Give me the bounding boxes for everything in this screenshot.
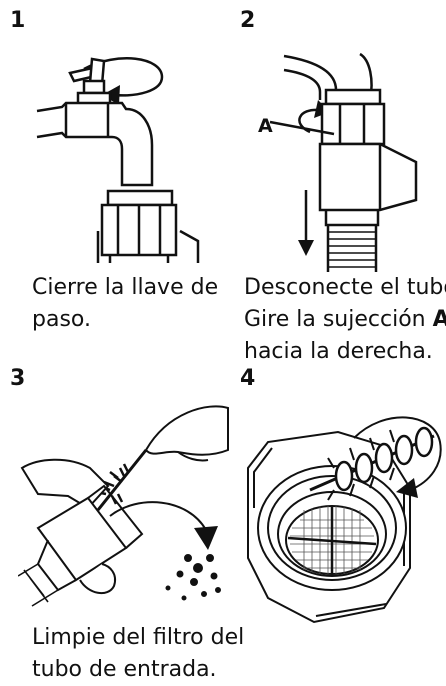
step-2-caption-bold-label: A bbox=[432, 307, 446, 332]
step-3-caption-line-1: Limpie del filtro del bbox=[32, 625, 245, 650]
step-3-caption: Limpie del filtro del tubo de entrada. bbox=[32, 622, 244, 686]
step-2-caption: Desconecte el tubo. Gire la sujección A … bbox=[244, 272, 446, 368]
step-number-1: 1 bbox=[10, 8, 26, 33]
step-1-caption: Cierre la llave de paso. bbox=[32, 272, 218, 336]
step-1-caption-line-1: Cierre la llave de bbox=[32, 275, 219, 300]
step-number-2: 2 bbox=[240, 8, 256, 33]
step-2-caption-line-2: Gire la sujección A bbox=[244, 304, 446, 336]
step-number-4: 4 bbox=[240, 366, 256, 391]
step-1-caption-line-2: paso. bbox=[32, 307, 91, 332]
fitting-label-a: A bbox=[258, 115, 273, 137]
step-2-caption-line-1: Desconecte el tubo. bbox=[244, 275, 446, 300]
step-number-3: 3 bbox=[10, 366, 26, 391]
filter-cleaning-icon bbox=[234, 398, 446, 630]
brush-cleaning-icon bbox=[18, 398, 230, 630]
hose-disconnect-icon bbox=[250, 40, 430, 272]
faucet-close-icon bbox=[22, 45, 222, 263]
step-2-caption-line-3: hacia la derecha. bbox=[244, 339, 433, 364]
step-2-caption-line-2-text: Gire la sujección bbox=[244, 307, 433, 332]
step-3-caption-line-2: tubo de entrada. bbox=[32, 657, 217, 682]
